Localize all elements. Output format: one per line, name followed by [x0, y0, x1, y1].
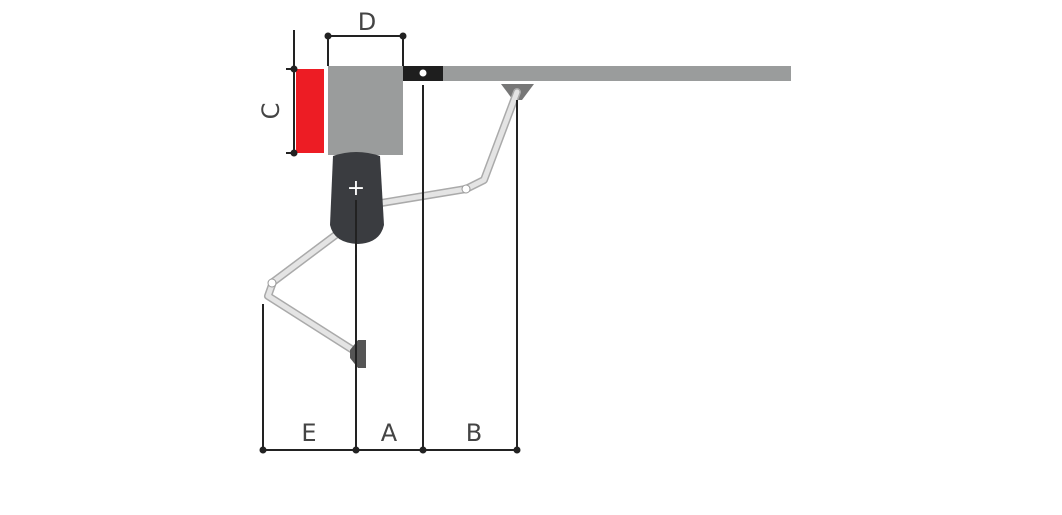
- lower-elbow-joint: [267, 278, 277, 288]
- lower-arm: [264, 224, 360, 356]
- pillar: [328, 66, 403, 155]
- label-c: C: [257, 103, 285, 120]
- door-bracket: [350, 340, 366, 368]
- motor-plus-symbol: +: [347, 176, 365, 201]
- label-e: E: [301, 419, 316, 447]
- motor-body: [330, 152, 384, 244]
- label-b: B: [466, 419, 482, 447]
- label-d: D: [358, 8, 376, 36]
- gate-leaf: [443, 66, 791, 81]
- dimension-dots: [259, 32, 521, 454]
- wall-red: [296, 69, 324, 153]
- hinge-pin: [419, 69, 427, 77]
- upper-elbow-joint: [461, 184, 471, 194]
- label-a: A: [381, 419, 398, 447]
- upper-arm: [371, 88, 521, 208]
